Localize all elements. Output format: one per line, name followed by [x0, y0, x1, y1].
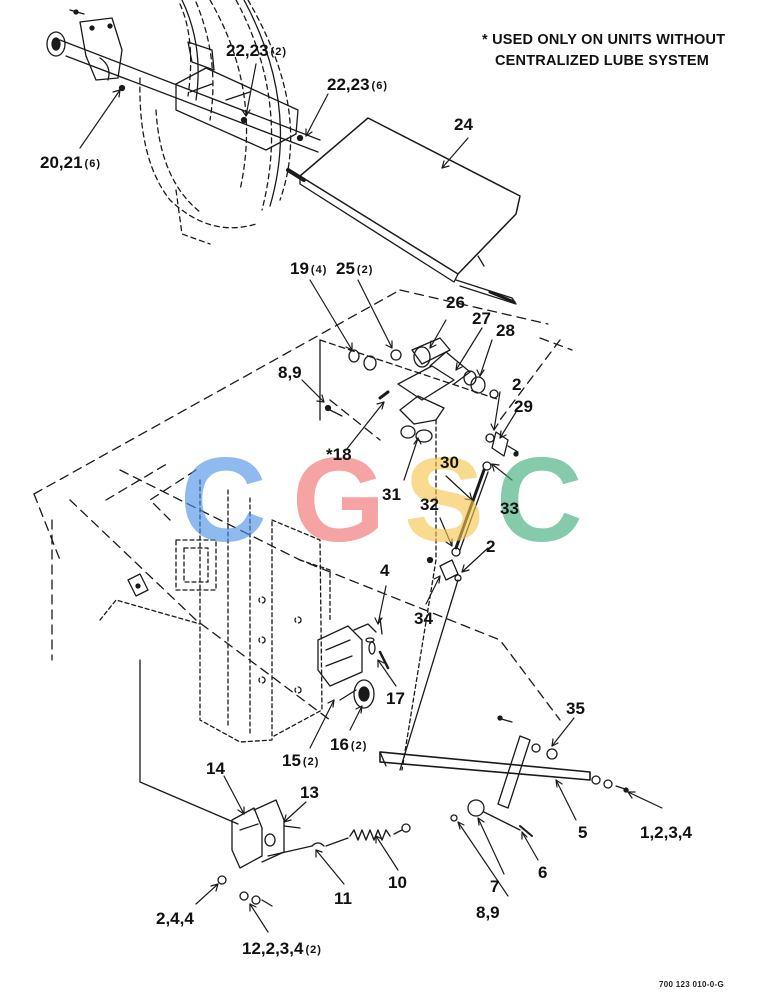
frame-dashed-lines	[33, 289, 573, 721]
leader-lines	[79, 63, 663, 933]
callout-5: 5	[578, 823, 588, 842]
watermark-letter-2: G	[292, 433, 386, 567]
callout-13: 13	[300, 783, 319, 802]
callout-24: 24	[454, 115, 473, 134]
callout-34: 34	[414, 609, 433, 628]
callout-2-4-4: 2,4,4	[156, 909, 194, 928]
callout-31: 31	[382, 485, 401, 504]
callout-22-23-b: 22,23(6)	[327, 75, 388, 94]
callout-11: 11	[334, 889, 352, 908]
callout-16: 16(2)	[330, 735, 368, 754]
callout-7: 7	[490, 877, 500, 896]
callout-20-21: 20,21(6)	[40, 153, 101, 172]
callout-33: 33	[500, 499, 519, 518]
watermark-letter-1: C	[180, 433, 267, 567]
callout-8-9-top: 8,9	[278, 363, 302, 382]
link-rod	[399, 461, 492, 771]
chute-outline	[181, 0, 282, 207]
callout-10: 10	[388, 873, 407, 892]
callout-19: 19(4)	[290, 259, 328, 278]
bell-crank-bracket	[317, 617, 390, 709]
frame-bolt	[127, 573, 149, 597]
chute-housing	[139, 0, 292, 245]
callout-2-mid: 2	[486, 537, 496, 556]
note-line-2: CENTRALIZED LUBE SYSTEM	[495, 53, 710, 69]
drawing-reference-code: 700 123 010-0-G	[659, 980, 724, 989]
callout-4-mid: 4	[380, 561, 390, 580]
callout-26: 26	[446, 293, 465, 312]
callout-27: 27	[472, 309, 491, 328]
shield-panel	[286, 117, 521, 305]
long-lever	[379, 715, 629, 837]
spring-cable	[267, 823, 411, 857]
callout-12-2-3-4: 12,2,3,4(2)	[242, 939, 322, 958]
callout-15: 15(2)	[282, 751, 320, 770]
callout-25: 25(2)	[336, 259, 374, 278]
top-bearing-assembly	[46, 9, 321, 153]
callout-22-23-a: 22,23(2)	[226, 41, 287, 60]
callout-2-top: 2	[512, 375, 522, 394]
pivot-lever-assembly	[319, 337, 519, 771]
watermark-letter-4: C	[496, 433, 583, 567]
callout-8-9-bottom: 8,9	[476, 903, 500, 922]
callout-28: 28	[496, 321, 515, 340]
callout-17: 17	[386, 689, 405, 708]
callout-29: 29	[514, 397, 533, 416]
bottom-bracket	[139, 659, 301, 907]
callout-1-2-3-4: 1,2,3,4	[640, 823, 692, 842]
upright-frame	[99, 479, 331, 743]
callout-6: 6	[538, 863, 548, 882]
callout-32: 32	[420, 495, 439, 514]
watermark-letter-3: S	[404, 433, 485, 567]
callout-14: 14	[206, 759, 225, 778]
callout-30: 30	[440, 453, 459, 472]
callout-18: *18	[326, 445, 352, 464]
callout-35: 35	[566, 699, 585, 718]
note-line-1: * USED ONLY ON UNITS WITHOUT	[482, 32, 726, 48]
lube-system-note: * USED ONLY ON UNITS WITHOUT CENTRALIZED…	[482, 30, 725, 72]
